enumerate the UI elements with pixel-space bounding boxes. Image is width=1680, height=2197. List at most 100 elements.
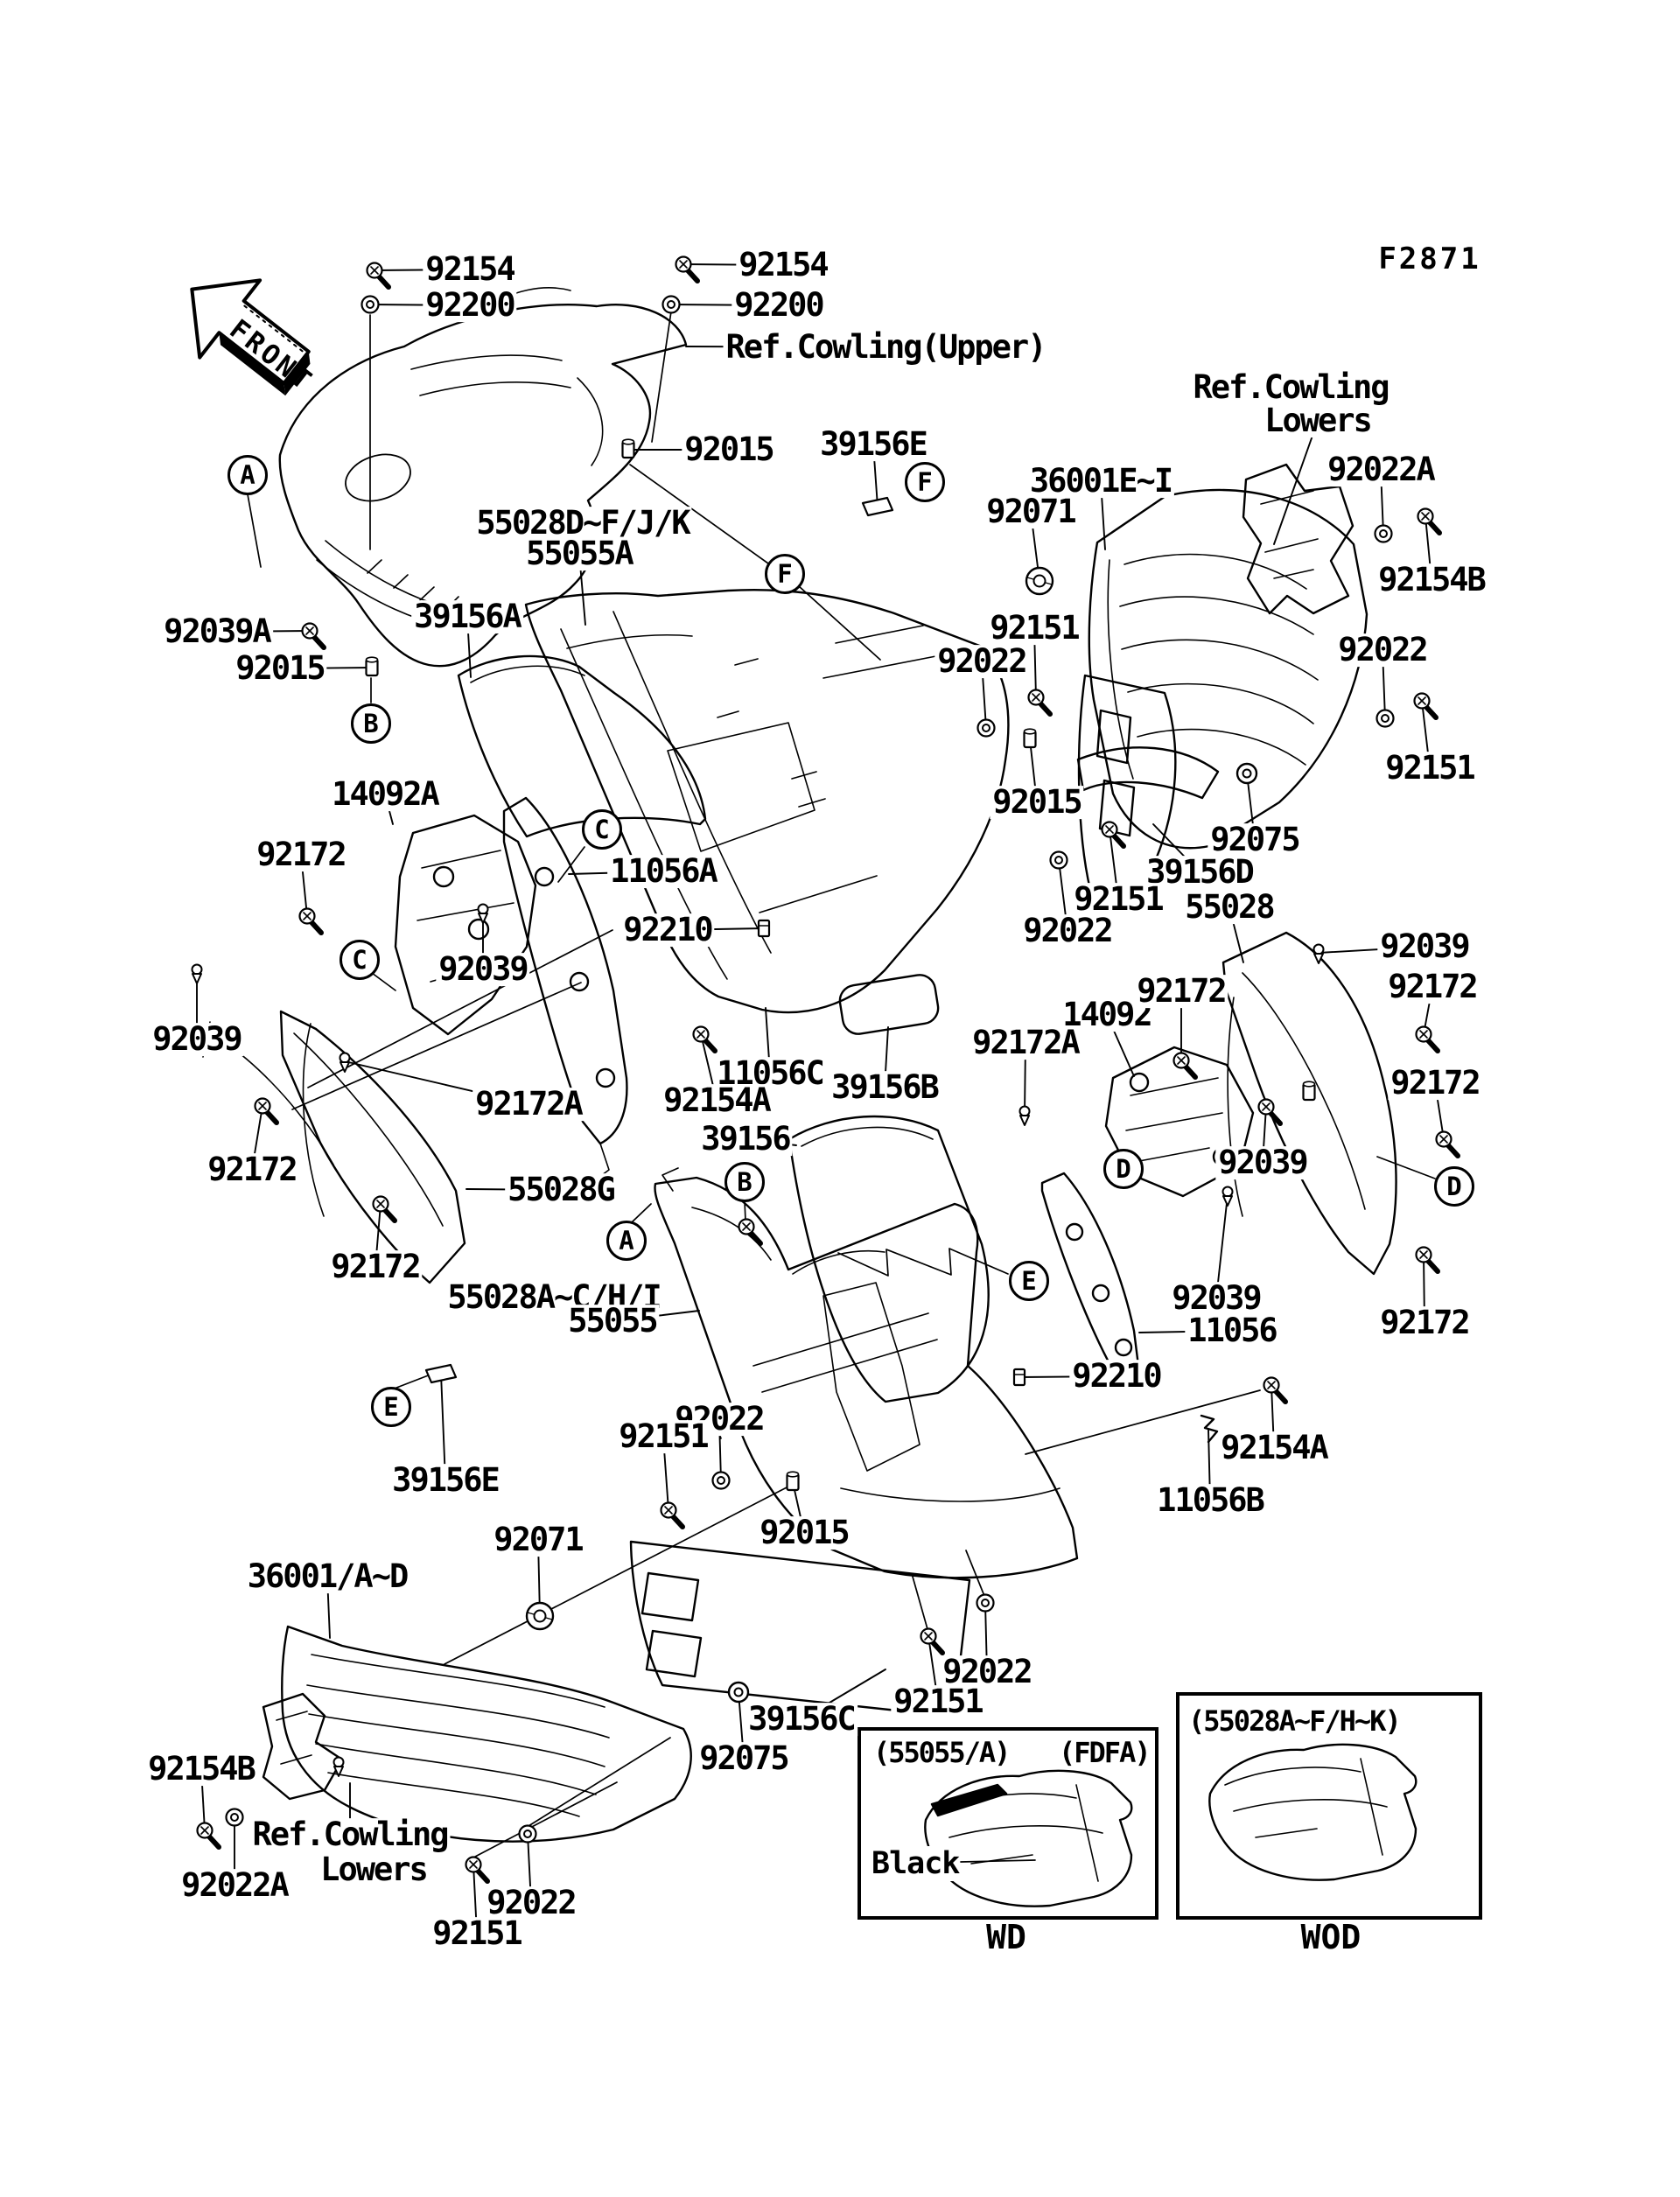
part-label-92151: 92151 bbox=[616, 1420, 710, 1453]
pin-icon bbox=[477, 903, 489, 924]
part-label-92075: 92075 bbox=[1208, 823, 1302, 857]
callout-a: A bbox=[606, 1221, 647, 1261]
stay-11056-right bbox=[1040, 1172, 1140, 1378]
washer-icon bbox=[1049, 850, 1068, 870]
part-label-55055: 55055 bbox=[565, 1305, 660, 1338]
grommet-icon bbox=[1236, 762, 1258, 785]
leader-line bbox=[1215, 1194, 1228, 1299]
inset-wod-caption: WOD bbox=[1300, 1918, 1362, 1956]
grommet-icon bbox=[727, 1681, 750, 1704]
part-label-ref-cowling-upper: Ref.Cowling(Upper) bbox=[723, 331, 1048, 364]
bracket-bottom-left bbox=[262, 1692, 344, 1801]
part-label-92154b: 92154B bbox=[1376, 563, 1488, 597]
callout-b: B bbox=[724, 1162, 765, 1202]
bracket-top-right bbox=[1242, 463, 1354, 615]
callout-d: D bbox=[1434, 1166, 1474, 1207]
construction-lines bbox=[247, 311, 1436, 1863]
clip-icon bbox=[1012, 1368, 1026, 1387]
part-label-92039: 92039 bbox=[1215, 1146, 1310, 1179]
part-label-92022: 92022 bbox=[672, 1403, 766, 1436]
part-label-92015: 92015 bbox=[682, 433, 776, 466]
screw-icon bbox=[1257, 1098, 1283, 1126]
sheet-39156c bbox=[629, 1540, 971, 1718]
washer-icon bbox=[662, 295, 681, 314]
damper-icon bbox=[525, 1601, 555, 1631]
part-label-92172: 92172 bbox=[254, 838, 348, 871]
screw-icon bbox=[1435, 1130, 1460, 1158]
part-label-55028g: 55028G bbox=[505, 1173, 617, 1207]
bushing-icon bbox=[786, 1471, 800, 1492]
screw-icon bbox=[1415, 1246, 1440, 1274]
part-label-92151: 92151 bbox=[430, 1917, 524, 1950]
part-label-92022: 92022 bbox=[934, 645, 1029, 678]
part-label-55028d-f-j-k: 55028D~F/J/K bbox=[473, 507, 692, 540]
part-label-92172: 92172 bbox=[1388, 1067, 1482, 1100]
bushing-icon bbox=[365, 656, 379, 677]
part-label-92022a: 92022A bbox=[178, 1869, 290, 1902]
part-label-92172a: 92172A bbox=[472, 1088, 584, 1121]
part-label-ref-cowling: Ref.Cowling bbox=[1190, 371, 1391, 404]
part-label-92022: 92022 bbox=[1020, 914, 1115, 948]
washer-icon bbox=[976, 718, 996, 738]
pin-icon bbox=[1312, 943, 1325, 964]
part-label-92022: 92022 bbox=[940, 1655, 1034, 1689]
part-label-92075: 92075 bbox=[696, 1742, 791, 1775]
figure-code: F2871 bbox=[1378, 241, 1481, 276]
screw-icon bbox=[1413, 692, 1438, 720]
screw-icon bbox=[1415, 1025, 1440, 1053]
screw-icon bbox=[1263, 1376, 1288, 1404]
part-label-92151: 92151 bbox=[891, 1685, 985, 1718]
bushing-icon bbox=[1302, 1081, 1316, 1102]
part-label-92071: 92071 bbox=[984, 495, 1078, 528]
vented-panel-right bbox=[1088, 488, 1368, 850]
screw-icon bbox=[366, 262, 391, 290]
screw-icon bbox=[1417, 507, 1442, 535]
lower-cowling-main bbox=[654, 1167, 1079, 1579]
part-label-39156a: 39156A bbox=[411, 600, 523, 633]
part-label-92210: 92210 bbox=[1069, 1360, 1164, 1393]
panel-left-55028g bbox=[201, 1010, 466, 1284]
callout-e: E bbox=[1009, 1261, 1049, 1301]
part-label-92172: 92172 bbox=[205, 1153, 299, 1186]
screw-icon bbox=[301, 622, 326, 650]
part-label-55055a: 55055A bbox=[523, 537, 635, 570]
part-label-11056: 11056 bbox=[1185, 1314, 1279, 1347]
callout-f: F bbox=[905, 462, 945, 502]
vented-cowling-bottom-left bbox=[281, 1625, 692, 1843]
washer-icon bbox=[976, 1593, 995, 1613]
part-label-92022: 92022 bbox=[484, 1886, 578, 1920]
part-label-39156: 39156 bbox=[698, 1123, 793, 1156]
screw-icon bbox=[660, 1501, 685, 1529]
part-label-92172a: 92172A bbox=[970, 1026, 1082, 1060]
callout-c: C bbox=[582, 809, 622, 850]
bracketz-icon bbox=[1200, 1414, 1219, 1444]
part-label-92154a: 92154A bbox=[1218, 1431, 1330, 1465]
screw-icon bbox=[1172, 1052, 1198, 1080]
screw-icon bbox=[298, 907, 324, 935]
pin-icon bbox=[191, 963, 203, 984]
tape-icon bbox=[424, 1363, 458, 1384]
part-label-92151: 92151 bbox=[1071, 883, 1166, 916]
pin-icon bbox=[1018, 1105, 1031, 1126]
part-label-92015: 92015 bbox=[757, 1516, 851, 1550]
washer-icon bbox=[225, 1808, 244, 1827]
windscreen-upper bbox=[457, 654, 707, 838]
variant-box-wd: (55055/A) (FDFA) Black bbox=[858, 1727, 1158, 1920]
variant-box-wod: (55028A~F/H~K) bbox=[1176, 1692, 1482, 1920]
part-label-11056b: 11056B bbox=[1154, 1484, 1266, 1517]
screw-icon bbox=[1101, 821, 1126, 849]
inset-wd-color-note: Black bbox=[872, 1846, 960, 1881]
part-label-14092a: 14092A bbox=[329, 778, 441, 811]
part-label-39156e: 39156E bbox=[817, 428, 929, 461]
side-blade-right bbox=[1222, 931, 1397, 1276]
part-label-92200: 92200 bbox=[423, 289, 517, 322]
part-label-92172: 92172 bbox=[1134, 975, 1228, 1008]
callout-c: C bbox=[340, 940, 380, 980]
pin-icon bbox=[1222, 1186, 1234, 1207]
screw-icon bbox=[196, 1822, 221, 1850]
inset-wod-title: (55028A~F/H~K) bbox=[1188, 1704, 1402, 1738]
screw-icon bbox=[920, 1627, 945, 1655]
callout-a: A bbox=[228, 455, 268, 495]
damper-icon bbox=[1025, 566, 1054, 596]
